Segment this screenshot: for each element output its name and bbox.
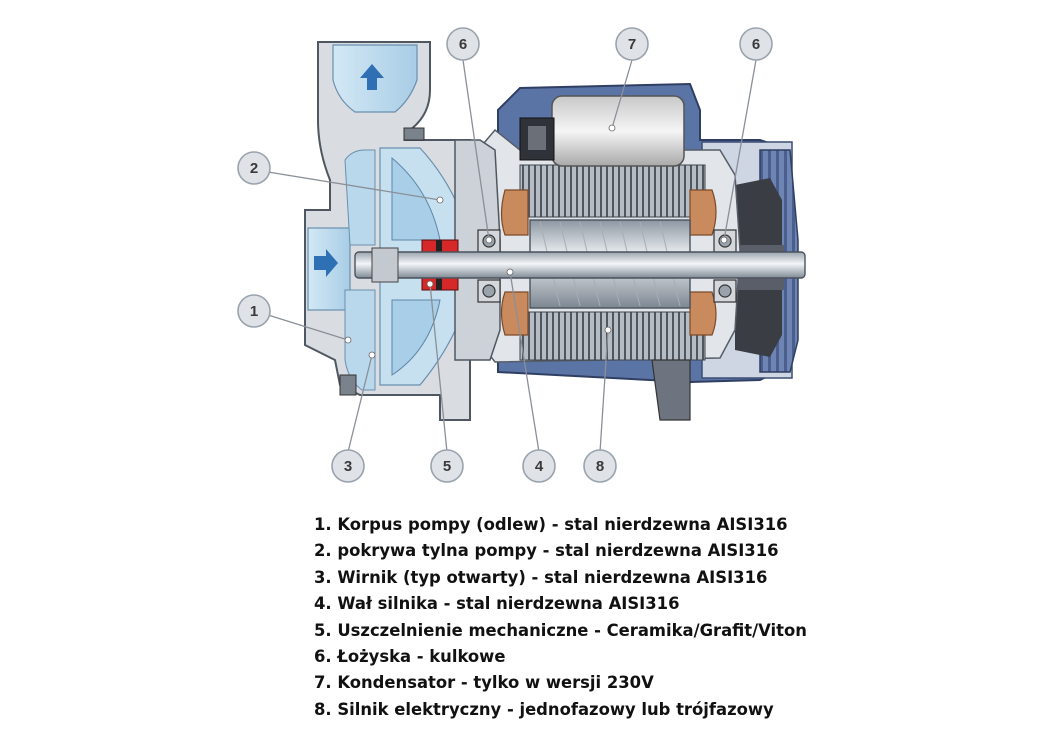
legend-item-electric-motor: 8. Silnik elektryczny - jednofazowy lub … (314, 699, 774, 719)
callout-label: 5 (443, 458, 451, 475)
leader-target-dots (344, 124, 728, 359)
impeller-blade-bottom (391, 299, 441, 376)
up-arrow-icon (360, 64, 384, 90)
pump-cross-section-diagram: 6 7 6 2 1 3 5 4 8 (237, 27, 806, 483)
callout-label: 4 (535, 458, 544, 475)
callout-label: 8 (596, 458, 604, 475)
capacitor (519, 95, 685, 167)
legend-item-capacitor: 7. Kondensator - tylko w wersji 230V (314, 673, 654, 693)
legend-item-shaft: 4. Wał silnika - stal nierdzewna AISI316 (314, 594, 680, 614)
callout-label: 2 (250, 160, 258, 177)
callout-label: 6 (752, 36, 760, 53)
legend-item-back-cover: 2. pokrywa tylna pompy - stal nierdzewna… (314, 541, 779, 561)
parts-legend: 1. Korpus pompy (odlew) - stal nierdzewn… (314, 512, 807, 723)
callout-label: 1 (250, 303, 258, 320)
copper-windings (500, 189, 717, 336)
callout-1-pump-body: 1 (237, 294, 271, 328)
right-arrow-icon (314, 249, 338, 277)
callout-5-mechanical-seal: 5 (430, 449, 464, 483)
callout-2-back-cover: 2 (237, 151, 271, 185)
legend-item-impeller: 3. Wirnik (typ otwarty) - stal nierdzewn… (314, 567, 768, 587)
motor-foot (651, 359, 691, 421)
callout-7-capacitor: 7 (615, 27, 649, 61)
callout-6-rear-bearing: 6 (739, 27, 773, 61)
stator-bottom-laminations (519, 311, 706, 361)
callout-label: 7 (628, 36, 636, 53)
legend-item-mechanical-seal: 5. Uszczelnienie mechaniczne - Ceramika/… (314, 620, 807, 640)
callout-8-motor: 8 (583, 449, 617, 483)
leader-lines (267, 59, 757, 453)
callout-6-front-bearing: 6 (446, 27, 480, 61)
callout-label: 6 (459, 36, 467, 53)
callout-label: 3 (344, 458, 352, 475)
volute-water-top (344, 149, 376, 246)
legend-item-bearings: 6. Łożyska - kulkowe (314, 647, 506, 667)
impeller-nut (371, 247, 399, 283)
motor-shaft (354, 251, 806, 279)
legend-item-pump-body: 1. Korpus pompy (odlew) - stal nierdzewn… (314, 515, 788, 534)
callout-3-impeller: 3 (331, 449, 365, 483)
stator-top-laminations (519, 164, 706, 218)
callout-4-shaft: 4 (522, 449, 556, 483)
casing-bolts (339, 127, 425, 396)
